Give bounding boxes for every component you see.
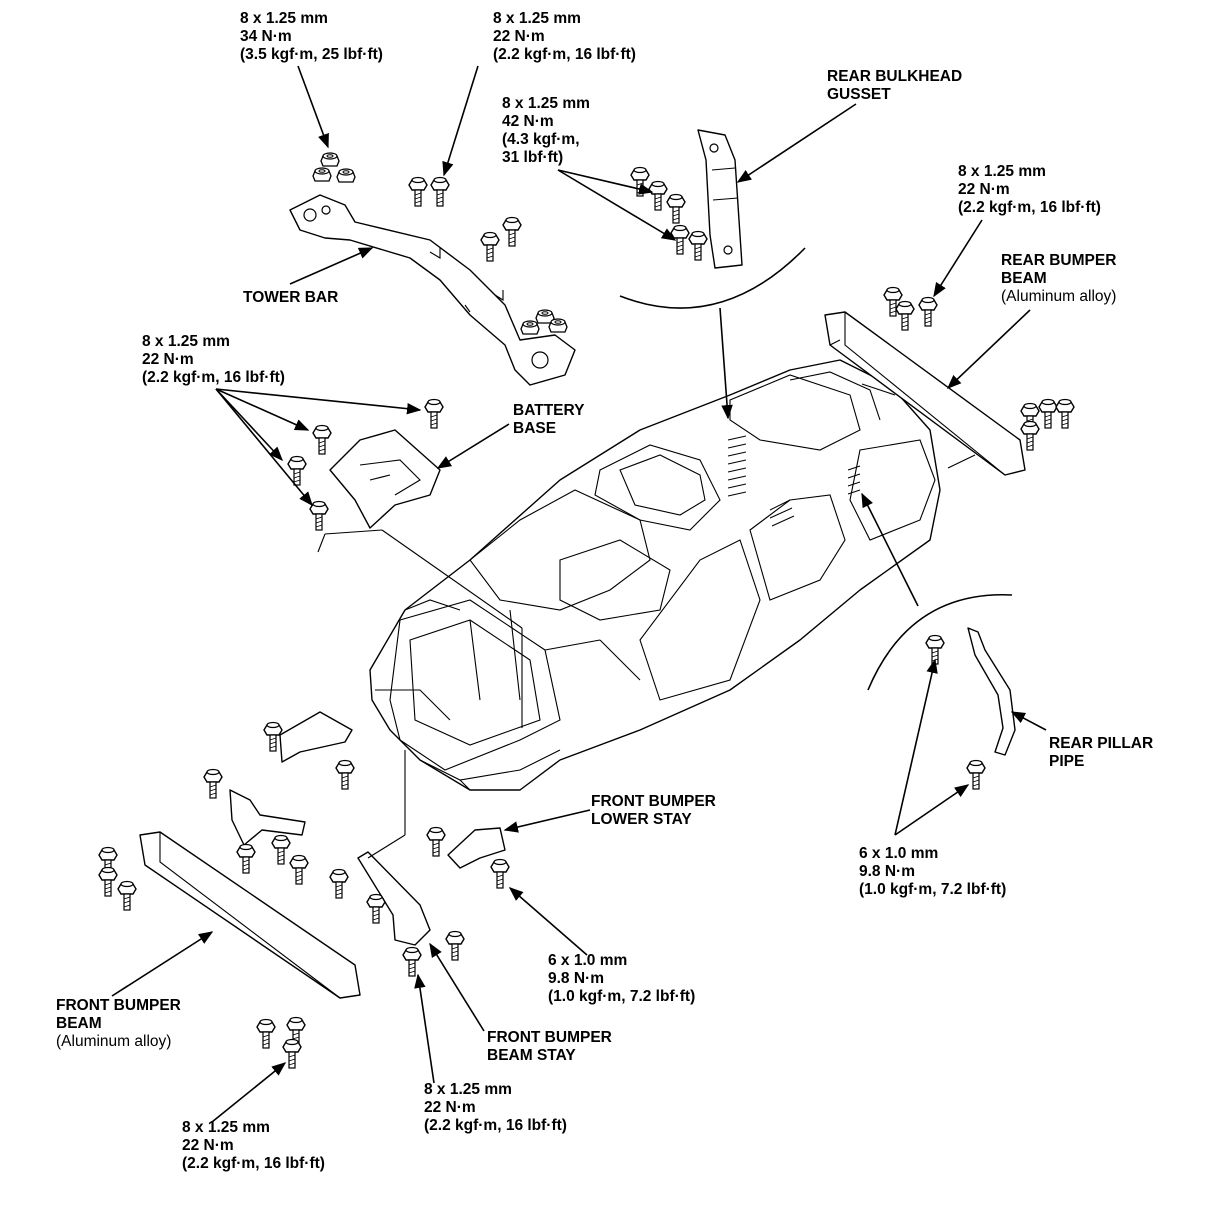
rear-pillar-pipe-part xyxy=(967,627,1016,756)
part-name-line-1: BATTERY xyxy=(513,402,585,419)
battery-base-part xyxy=(329,429,441,529)
rear-bumper-bolt-torque-label: 8 x 1.25 mm 22 N·m (2.2 kgf·m, 16 lbf·ft… xyxy=(958,163,1101,217)
tower-bar-label: TOWER BAR xyxy=(243,289,338,307)
material-text: (Aluminum alloy) xyxy=(56,1033,172,1050)
torque-imperial-text: (1.0 kgf·m, 7.2 lbf·ft) xyxy=(859,881,1007,898)
torque-imperial-text: (2.2 kgf·m, 16 lbf·ft) xyxy=(958,199,1101,216)
part-name-line-1: FRONT BUMPER xyxy=(591,793,716,810)
torque-nm-text: 42 N·m xyxy=(502,113,554,130)
front-bumper-beam-stay-label: FRONT BUMPER BEAM STAY xyxy=(487,1029,612,1065)
torque-imperial-text: (3.5 kgf·m, 25 lbf·ft) xyxy=(240,46,383,63)
rear-pillar-bolt-torque-label: 6 x 1.0 mm 9.8 N·m (1.0 kgf·m, 7.2 lbf·f… xyxy=(859,845,1006,899)
bolt-size-text: 8 x 1.25 mm xyxy=(493,10,581,27)
torque-imperial-text: (2.2 kgf·m, 16 lbf·ft) xyxy=(493,46,636,63)
part-name-line-2: BASE xyxy=(513,420,557,437)
torque-imperial-text: (2.2 kgf·m, 16 lbf·ft) xyxy=(424,1117,567,1134)
tower-bar-part xyxy=(289,194,576,386)
tower-bar-bolt-torque-label: 8 x 1.25 mm 22 N·m (2.2 kgf·m, 16 lbf·ft… xyxy=(493,10,636,64)
torque-imperial-text: (2.2 kgf·m, 16 lbf·ft) xyxy=(182,1155,325,1172)
beam-stay-bolt-torque-label: 8 x 1.25 mm 22 N·m (2.2 kgf·m, 16 lbf·ft… xyxy=(424,1081,567,1135)
tower-bar-nut-torque-label: 8 x 1.25 mm 34 N·m (3.5 kgf·m, 25 lbf·ft… xyxy=(240,10,383,64)
part-name-line-2: BEAM xyxy=(56,1015,102,1032)
part-name-line-1: TOWER BAR xyxy=(243,289,339,306)
bolt-size-text: 8 x 1.25 mm xyxy=(424,1081,512,1098)
torque-imperial-text-2: 31 lbf·ft) xyxy=(502,149,564,166)
battery-base-label: BATTERY BASE xyxy=(513,402,584,438)
torque-nm-text: 9.8 N·m xyxy=(859,863,915,880)
front-bumper-beam-label: FRONT BUMPER BEAM (Aluminum alloy) xyxy=(56,997,181,1051)
battery-base-bolt-torque-label: 8 x 1.25 mm 22 N·m (2.2 kgf·m, 16 lbf·ft… xyxy=(142,333,285,387)
front-bumper-beam-stay-part xyxy=(357,851,431,946)
part-name-line-1: REAR BULKHEAD xyxy=(827,68,963,85)
small-bracket-parts xyxy=(229,711,353,846)
bolt-size-text: 8 x 1.25 mm xyxy=(182,1119,270,1136)
torque-imperial-text: (4.3 kgf·m, xyxy=(502,131,580,148)
part-name-line-1: FRONT BUMPER xyxy=(487,1029,612,1046)
torque-nm-text: 9.8 N·m xyxy=(548,970,604,987)
lower-stay-bolt-torque-label: 6 x 1.0 mm 9.8 N·m (1.0 kgf·m, 7.2 lbf·f… xyxy=(548,952,695,1006)
rear-bumper-beam-label: REAR BUMPER BEAM (Aluminum alloy) xyxy=(1001,252,1116,306)
torque-nm-text: 22 N·m xyxy=(424,1099,476,1116)
rear-bulkhead-gusset-label: REAR BULKHEAD GUSSET xyxy=(827,68,962,104)
part-name-line-1: FRONT BUMPER xyxy=(56,997,181,1014)
bolt-size-text: 8 x 1.25 mm xyxy=(502,95,590,112)
part-name-line-1: REAR PILLAR xyxy=(1049,735,1154,752)
part-name-line-2: LOWER STAY xyxy=(591,811,692,828)
torque-nm-text: 22 N·m xyxy=(493,28,545,45)
part-name-line-2: PIPE xyxy=(1049,753,1085,770)
part-name-line-2: BEAM STAY xyxy=(487,1047,576,1064)
torque-nm-text: 22 N·m xyxy=(182,1137,234,1154)
torque-nm-text: 22 N·m xyxy=(958,181,1010,198)
rear-bulkhead-gusset-part xyxy=(697,129,743,269)
rear-bulkhead-arc xyxy=(619,247,806,309)
rear-pillar-arc xyxy=(867,594,1013,691)
part-name-line-2: GUSSET xyxy=(827,86,891,103)
material-text: (Aluminum alloy) xyxy=(1001,288,1117,305)
bolt-size-text: 8 x 1.25 mm xyxy=(240,10,328,27)
part-name-line-2: BEAM xyxy=(1001,270,1047,287)
torque-imperial-text: (2.2 kgf·m, 16 lbf·ft) xyxy=(142,369,285,386)
front-bumper-lower-stay-label: FRONT BUMPER LOWER STAY xyxy=(591,793,716,829)
car-body-shell xyxy=(369,359,941,791)
bolt-size-text: 6 x 1.0 mm xyxy=(548,952,628,969)
front-beam-bolt-torque-label: 8 x 1.25 mm 22 N·m (2.2 kgf·m, 16 lbf·ft… xyxy=(182,1119,325,1173)
torque-imperial-text: (1.0 kgf·m, 7.2 lbf·ft) xyxy=(548,988,696,1005)
bolt-size-text: 8 x 1.25 mm xyxy=(958,163,1046,180)
part-name-line-1: REAR BUMPER xyxy=(1001,252,1117,269)
gusset-bolt-torque-label: 8 x 1.25 mm 42 N·m (4.3 kgf·m, 31 lbf·ft… xyxy=(502,95,590,167)
bolt-size-text: 8 x 1.25 mm xyxy=(142,333,230,350)
rear-pillar-pipe-label: REAR PILLAR PIPE xyxy=(1049,735,1153,771)
front-bumper-lower-stay-part xyxy=(447,827,506,869)
rear-bumper-beam-part xyxy=(824,311,1026,476)
bolt-size-text: 6 x 1.0 mm xyxy=(859,845,939,862)
torque-nm-text: 22 N·m xyxy=(142,351,194,368)
leader-lines xyxy=(111,65,1047,1123)
torque-nm-text: 34 N·m xyxy=(240,28,292,45)
front-bumper-beam-part xyxy=(139,831,361,999)
